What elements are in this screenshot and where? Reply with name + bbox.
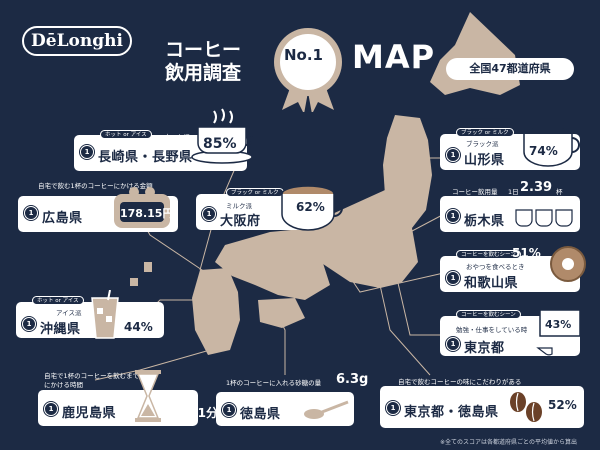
card-prefecture: 長崎県・長野県 (98, 150, 193, 165)
tokyo2-value: 52% (548, 398, 577, 412)
card-tag: ブラック or ミルク (456, 128, 514, 137)
card-osaka: ブラック or ミルク ミルク派 1 大阪府 (196, 188, 320, 230)
card-tokyo-tokushima: 1 東京都・徳島県 52% (380, 386, 584, 428)
medal-icon: 1 (446, 271, 460, 285)
coin-purse-icon (114, 187, 170, 228)
medal-icon: 1 (22, 317, 36, 331)
card-sub: おやつを食べるとき (466, 263, 525, 271)
honshu-west-shape (215, 228, 330, 300)
card-tokushima: 1 徳島県 (216, 392, 354, 426)
okinawa-island-shape (130, 278, 138, 286)
card-sub: 勉強・仕事をしている時 (456, 326, 528, 334)
card-tag: コーヒーを飲むシーン (456, 310, 521, 319)
medal-icon: 1 (446, 337, 460, 351)
kyushu-shape (192, 268, 240, 355)
card-tochigi: 1 栃木県 (440, 196, 580, 232)
medal-icon: 1 (80, 145, 94, 159)
card-sub: ホット派 (164, 133, 190, 141)
kagoshima-value: 27.31分 (168, 406, 218, 420)
wakayama-value: 51% (512, 246, 541, 260)
medal-icon: 1 (446, 209, 460, 223)
medal-icon: 1 (24, 206, 38, 220)
card-tag: ホット or アイス (100, 130, 152, 139)
tochigi-sub: コーヒー飲用量 (452, 188, 498, 196)
tokyo1-value: 43% (545, 318, 572, 331)
medal-icon: 1 (446, 148, 460, 162)
card-prefecture: 徳島県 (240, 407, 281, 422)
tokushima-value: 6.3g (336, 372, 369, 387)
sugar-spoon-icon (304, 400, 349, 419)
tochigi-unit: 杯 (556, 188, 563, 196)
no1-badge-icon (274, 28, 342, 112)
medal-icon: 1 (386, 401, 400, 415)
title-map: MAP (352, 38, 436, 76)
card-tag: ホット or アイス (32, 296, 84, 305)
medal-icon: 1 (202, 207, 216, 221)
donut-icon (550, 246, 586, 282)
card-prefecture: 沖縄県 (40, 322, 81, 337)
hot-coffee-icon (191, 108, 253, 164)
tochigi-day: 1日 (508, 188, 519, 196)
card-prefecture: 和歌山県 (464, 276, 519, 291)
card-sub: ミルク派 (226, 202, 252, 210)
card-value: 74% (529, 144, 558, 158)
iced-coffee-icon (91, 290, 119, 339)
black-coffee-icon (523, 127, 580, 167)
okinawa-shape (144, 262, 152, 272)
title-line2: 飲用調査 (165, 62, 242, 84)
card-value: 62% (296, 200, 325, 214)
medal-icon: 1 (44, 402, 58, 416)
tokushima-sub: 1杯のコーヒーに入れる砂糖の量 (226, 379, 322, 387)
no1-badge-label: No.1 (284, 46, 323, 64)
card-value: 85% (203, 136, 237, 152)
medal-icon: 1 (222, 403, 236, 417)
tokyo2-sub: 自宅で飲むコーヒーの味にこだわりがある (398, 378, 522, 386)
coffee-beans-icon (510, 392, 542, 422)
kagoshima-sub: 自宅で1杯のコーヒーを飲むまでにかける時間 (44, 372, 140, 389)
card-prefecture: 東京都・徳島県 (404, 405, 499, 420)
card-prefecture: 東京都 (464, 341, 505, 356)
card-nagasaki-nagano: ホット or アイス ホット派 1 長崎県・長野県 (74, 130, 247, 171)
footnote: ※全てのスコアは各都道府県ごとの平均値から算出 (440, 439, 577, 446)
laptop-cup-icon (536, 309, 581, 356)
three-cups-icon (515, 209, 573, 227)
card-okinawa: ホット or アイス アイス派 1 沖縄県 (16, 296, 164, 338)
card-kagoshima: 1 鹿児島県 (38, 390, 198, 426)
okinawa-value: 44% (124, 320, 153, 334)
card-prefecture: 山形県 (464, 153, 505, 168)
card-tag: ブラック or ミルク (226, 188, 284, 197)
tohoku-shape (383, 115, 432, 228)
tochigi-value: 2.39 (520, 180, 553, 195)
card-tag: コーヒーを飲むシーン (456, 250, 521, 259)
card-prefecture: 鹿児島県 (62, 406, 117, 421)
card-sub: ブラック派 (466, 140, 499, 148)
card-sub: 自宅で飲む1杯のコーヒーにかける金額 (38, 182, 153, 190)
card-sub: アイス派 (56, 309, 82, 317)
scope-badge: 全国47都道府県 (446, 58, 574, 80)
shikoku-shape (258, 298, 305, 328)
card-prefecture: 広島県 (42, 211, 83, 226)
title-line1: コーヒー (165, 39, 242, 61)
card-value: 178.15円 (120, 207, 174, 220)
card-prefecture: 大阪府 (220, 214, 261, 229)
delonghi-logo: DēLonghi (22, 26, 132, 56)
latte-cup-icon (281, 185, 343, 231)
card-prefecture: 栃木県 (464, 214, 505, 229)
hokkaido-shape (430, 12, 520, 95)
hourglass-icon (135, 370, 161, 422)
